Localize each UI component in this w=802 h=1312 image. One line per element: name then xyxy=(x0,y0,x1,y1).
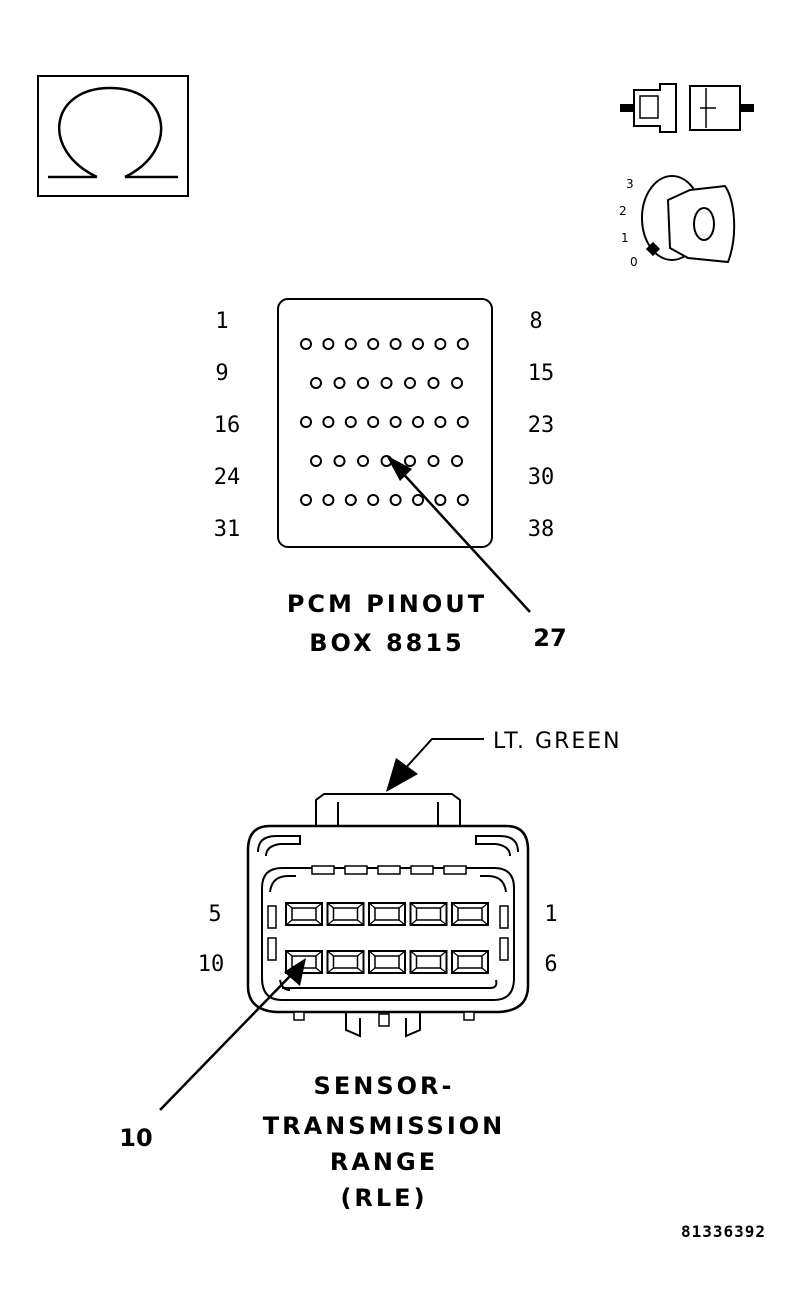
rle-dash-row xyxy=(311,865,467,875)
pcm-label-right: 38 xyxy=(528,517,555,542)
pcm-pin xyxy=(380,377,393,389)
pcm-pin xyxy=(404,455,416,467)
pcm-pin xyxy=(310,455,322,467)
pcm-label-left: 24 xyxy=(214,465,241,490)
pcm-callout-arrow xyxy=(386,455,531,613)
pcm-label-left: 1 xyxy=(215,309,228,334)
rle-connector xyxy=(246,793,530,1038)
rle-title-line: SENSOR- xyxy=(314,1072,455,1100)
rle-cavity xyxy=(451,950,489,974)
pcm-pin xyxy=(310,377,322,389)
pcm-callout-number: 27 xyxy=(533,624,566,652)
pcm-pin xyxy=(389,494,402,506)
pcm-pin xyxy=(357,377,369,389)
pcm-pin xyxy=(367,416,380,428)
pcm-label-right: 15 xyxy=(528,361,555,386)
pcm-pin-grid xyxy=(300,338,469,506)
rle-cavity xyxy=(409,902,448,926)
pcm-title-line2: BOX 8815 xyxy=(309,629,465,657)
rle-cavity xyxy=(368,902,406,926)
ignition-position-0: 0 xyxy=(630,255,638,269)
pcm-pin xyxy=(404,377,416,389)
rle-label-left: 10 xyxy=(198,952,225,977)
pcm-pin xyxy=(367,338,380,350)
pcm-label-right: 8 xyxy=(529,309,542,334)
pcm-pin xyxy=(451,377,463,389)
pcm-row-labels-right: 8 15 23 30 38 xyxy=(528,309,555,542)
rle-cavity xyxy=(368,950,406,974)
pcm-pin xyxy=(333,455,346,467)
rle-cavity xyxy=(326,902,365,926)
rle-cavity xyxy=(285,902,323,926)
rle-cavity xyxy=(451,902,489,926)
rle-title-line: RANGE xyxy=(330,1148,438,1176)
pcm-label-left: 31 xyxy=(214,517,241,542)
pcm-pin xyxy=(427,455,440,467)
pcm-label-left: 9 xyxy=(215,361,228,386)
pcm-pin xyxy=(412,494,424,506)
pcm-pin xyxy=(434,416,447,428)
wire-color-label: LT. GREEN xyxy=(493,729,622,754)
pcm-pin xyxy=(389,338,402,350)
rle-title-line: (RLE) xyxy=(340,1184,427,1212)
ignition-position-2: 2 xyxy=(619,204,627,218)
pcm-connector xyxy=(277,298,493,548)
pcm-pin xyxy=(434,338,447,350)
rle-label-right: 1 xyxy=(544,902,557,927)
pcm-pin xyxy=(367,494,380,506)
pcm-label-right: 30 xyxy=(528,465,555,490)
pcm-pin xyxy=(322,494,335,506)
pcm-pin xyxy=(322,416,335,428)
pcm-label-left: 16 xyxy=(214,413,241,438)
pcm-pin xyxy=(333,377,346,389)
rle-cavity xyxy=(409,950,448,974)
pcm-pin xyxy=(300,416,312,428)
rle-callout-number: 10 xyxy=(119,1124,152,1152)
connector-disconnected-icon xyxy=(620,83,754,133)
pcm-pin xyxy=(344,338,357,350)
pcm-pin xyxy=(456,338,469,350)
rle-cavity xyxy=(326,950,365,974)
pcm-pin xyxy=(344,416,357,428)
pcm-pin xyxy=(322,338,335,350)
pcm-pin xyxy=(357,455,369,467)
rle-callout-arrow xyxy=(159,958,306,1111)
rle-label-left: 5 xyxy=(208,902,221,927)
wire-color-leader xyxy=(386,738,484,792)
pcm-pin xyxy=(300,494,312,506)
pcm-pin xyxy=(389,416,402,428)
pcm-pin xyxy=(456,416,469,428)
pcm-pin xyxy=(300,338,312,350)
rle-label-right: 6 xyxy=(544,952,557,977)
ignition-position-3: 3 xyxy=(626,177,634,191)
rle-title-line: TRANSMISSION xyxy=(263,1112,506,1140)
ignition-key-icon: 3 2 1 0 xyxy=(619,175,736,269)
figure-code: 81336392 xyxy=(681,1222,766,1241)
ohm-icon xyxy=(37,75,189,197)
pcm-pin xyxy=(451,455,463,467)
pcm-pin xyxy=(344,494,357,506)
ignition-position-1: 1 xyxy=(621,231,629,245)
pcm-pin xyxy=(427,377,440,389)
pcm-pin xyxy=(412,416,424,428)
pcm-label-right: 23 xyxy=(528,413,555,438)
pcm-pin xyxy=(456,494,469,506)
pcm-title-line1: PCM PINOUT xyxy=(287,590,487,618)
rle-cavity-grid xyxy=(285,902,489,974)
pcm-row-labels-left: 1 9 16 24 31 xyxy=(214,309,241,542)
pcm-pin xyxy=(412,338,424,350)
pcm-pin xyxy=(434,494,447,506)
